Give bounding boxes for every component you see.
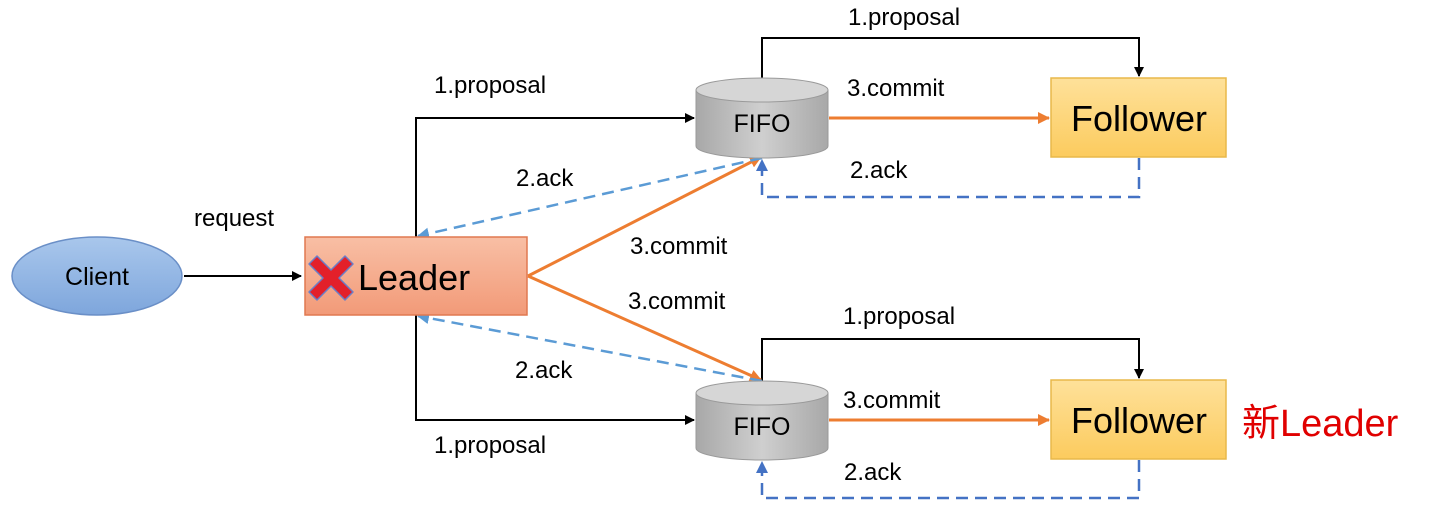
proposal-leader-bottom-label: 1.proposal	[434, 432, 546, 459]
arrow-proposal-fifo-top	[761, 37, 1144, 80]
commit-fifo-top-label: 3.commit	[847, 75, 945, 102]
arrow-ack-leader-top	[417, 156, 763, 240]
follower-top-label: Follower	[1071, 98, 1207, 139]
arrow-ack-follower-top	[756, 158, 1141, 199]
ack-follower-bottom-label: 2.ack	[844, 459, 902, 486]
proposal-fifo-bottom-label: 1.proposal	[843, 303, 955, 330]
arrow-commit-leader-top	[527, 155, 762, 278]
client-node: Client	[11, 236, 183, 316]
red-x-cross-icon	[308, 255, 354, 301]
new-leader-label: 新Leader	[1242, 403, 1399, 445]
arrow-proposal-leader-top	[415, 113, 695, 237]
proposal-leader-top-label: 1.proposal	[434, 72, 546, 99]
fifo-top-label: FIFO	[734, 110, 791, 138]
client-label: Client	[65, 263, 129, 291]
fifo-top-node: FIFO	[695, 77, 829, 159]
arrow-ack-leader-bottom	[417, 312, 763, 383]
ack-follower-top-label: 2.ack	[850, 157, 908, 184]
ack-leader-top-label: 2.ack	[516, 165, 574, 192]
commit-leader-bottom-label: 3.commit	[628, 288, 726, 315]
request-label: request	[194, 205, 274, 232]
commit-fifo-bottom-label: 3.commit	[843, 387, 941, 414]
leader-label: Leader	[358, 257, 470, 298]
arrow-ack-follower-bottom	[756, 460, 1141, 500]
arrow-proposal-leader-bottom	[415, 315, 695, 425]
arrow-proposal-fifo-bottom	[761, 338, 1144, 382]
commit-leader-top-label: 3.commit	[630, 233, 728, 260]
follower-bottom-label: Follower	[1071, 400, 1207, 441]
leader-node: Leader	[304, 236, 528, 316]
follower-bottom-node: Follower	[1050, 379, 1227, 460]
fifo-bottom-node: FIFO	[695, 380, 829, 461]
arrow-commit-leader-bottom	[527, 274, 762, 382]
ack-leader-bottom-label: 2.ack	[515, 357, 573, 384]
follower-top-node: Follower	[1050, 77, 1227, 158]
fifo-bottom-label: FIFO	[734, 413, 791, 441]
proposal-fifo-top-label: 1.proposal	[848, 4, 960, 31]
